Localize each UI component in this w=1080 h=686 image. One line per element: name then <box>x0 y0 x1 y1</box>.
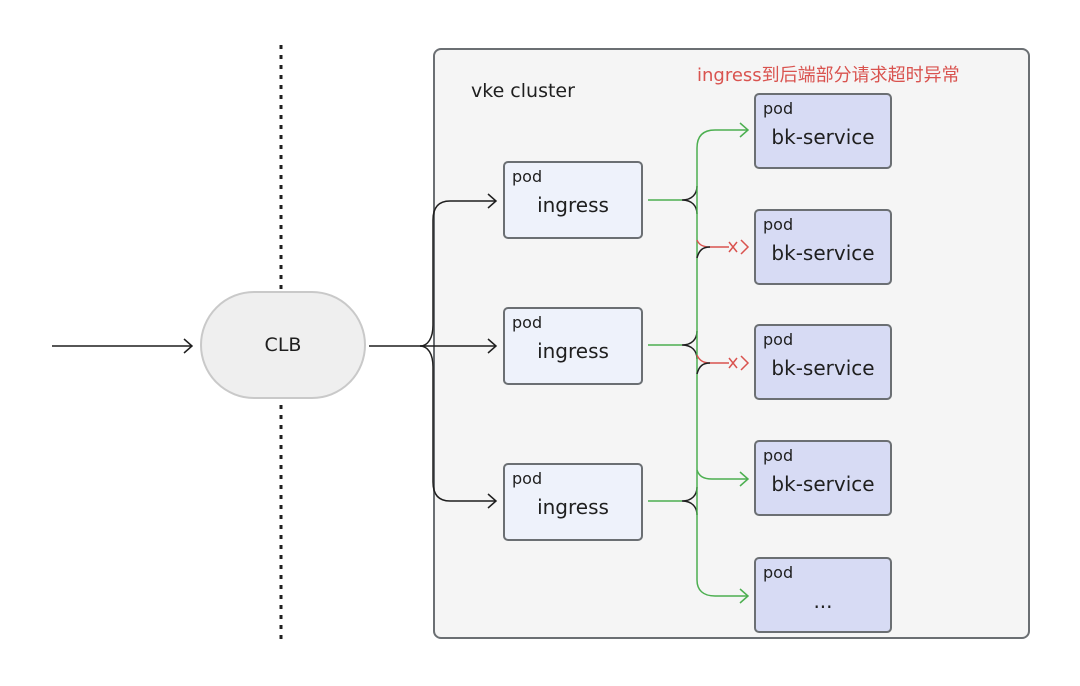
ingress-pod-1[interactable]: pod ingress <box>503 161 643 239</box>
ingress-merge-curves <box>681 185 698 516</box>
service-link-timeout-2 <box>696 239 750 255</box>
timeout-warning-annotation: ingress到后端部分请求超时异常 <box>697 65 960 86</box>
incoming-arrow <box>52 338 194 354</box>
service-pod-2[interactable]: pod bk-service <box>754 209 892 285</box>
pod-tag: pod <box>512 469 543 488</box>
pod-name: ingress <box>537 339 609 363</box>
pod-tag: pod <box>512 313 543 332</box>
service-pod-1[interactable]: pod bk-service <box>754 93 892 169</box>
pod-tag: pod <box>763 330 794 349</box>
pod-name: bk-service <box>771 356 875 380</box>
service-link-ok-5 <box>696 579 750 604</box>
pod-tag: pod <box>763 563 794 582</box>
ingress-output-links <box>648 199 682 502</box>
clb-to-ingress-links <box>369 193 498 509</box>
service-pod-3[interactable]: pod bk-service <box>754 324 892 400</box>
clb-label: CLB <box>264 334 302 356</box>
service-pod-5[interactable]: pod ... <box>754 557 892 633</box>
clb-node[interactable]: CLB <box>200 291 366 399</box>
pod-tag: pod <box>763 215 794 234</box>
service-pod-4[interactable]: pod bk-service <box>754 440 892 516</box>
service-link-ok-1 <box>696 122 750 149</box>
pod-tag: pod <box>763 99 794 118</box>
ingress-pod-2[interactable]: pod ingress <box>503 307 643 385</box>
service-link-timeout-3-curve <box>696 362 711 375</box>
ingress-pod-3[interactable]: pod ingress <box>503 463 643 541</box>
pod-tag: pod <box>763 446 794 465</box>
service-link-timeout-3 <box>696 354 750 371</box>
service-link-ok-4 <box>696 469 750 487</box>
pod-name: bk-service <box>771 472 875 496</box>
pod-name: ... <box>813 589 833 613</box>
service-link-timeout-2-curve <box>696 246 711 259</box>
pod-name: ingress <box>537 193 609 217</box>
cluster-label: vke cluster <box>471 80 575 102</box>
pod-name: bk-service <box>771 241 875 265</box>
pod-tag: pod <box>512 167 543 186</box>
pod-name: bk-service <box>771 125 875 149</box>
pod-name: ingress <box>537 495 609 519</box>
